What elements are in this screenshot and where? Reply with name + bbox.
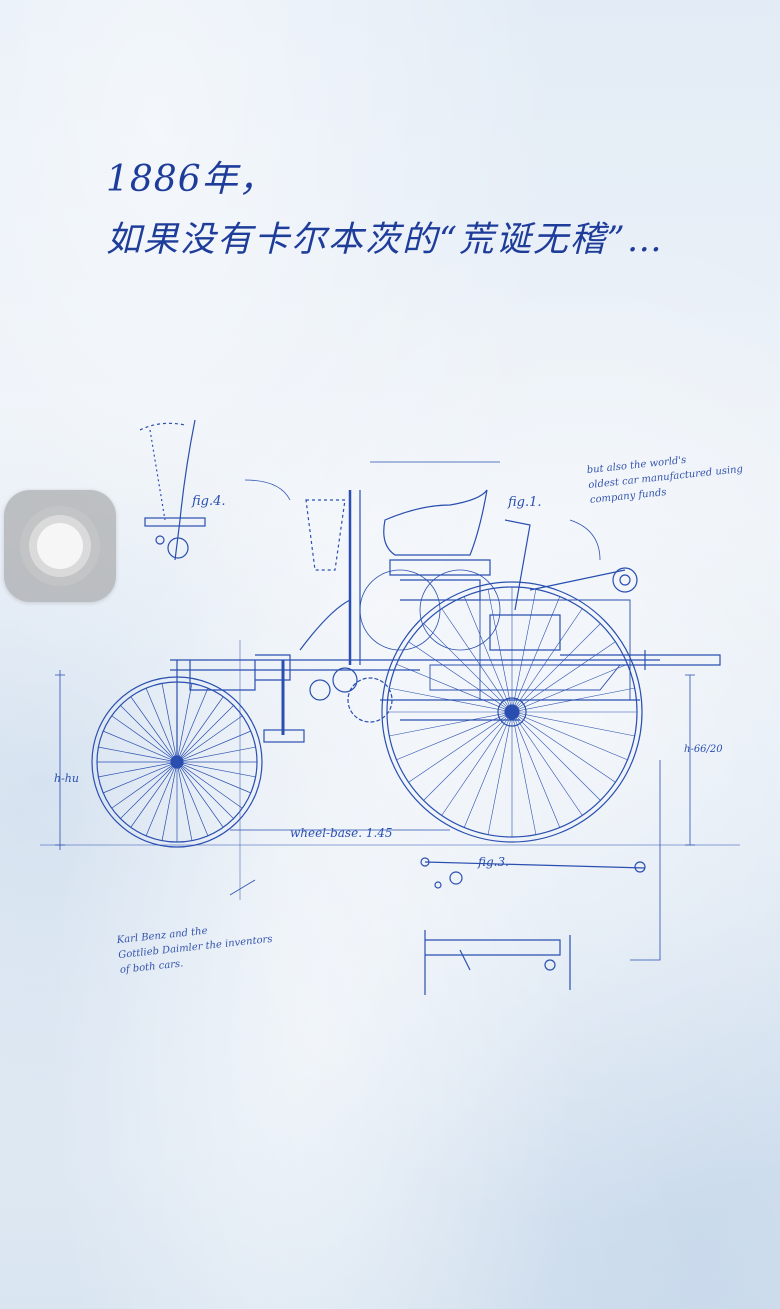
height-right-label: h-66/20 [684,744,723,755]
assistive-touch-inner-dot [37,523,83,569]
fig3-axle-part [420,857,646,995]
annotation-arrows [229,479,601,896]
headline: 1886年， 如果没有卡尔本茨的“荒诞无稽”… [106,150,664,270]
fig3-label: fig.3. [477,855,509,869]
fig4-detail-part [139,419,206,561]
height-left-label: h-hu [54,772,79,785]
fig1-label: fig.1. [507,495,542,510]
headline-text: 如果没有卡尔本茨的“荒诞无稽”… [106,220,664,260]
dimension-lines [40,461,740,961]
rear-wheel [381,581,643,843]
assistive-touch-button[interactable] [4,490,116,602]
headline-year: 1886年， [106,159,276,200]
fig4-label: fig.4. [191,494,226,509]
chassis-frame [170,489,721,762]
benz-car-blueprint-drawing: fig.4. fig.1. fig.3. wheel-base. 1.45 h-… [40,419,740,995]
wheelbase-label: wheel-base. 1.45 [290,826,393,840]
